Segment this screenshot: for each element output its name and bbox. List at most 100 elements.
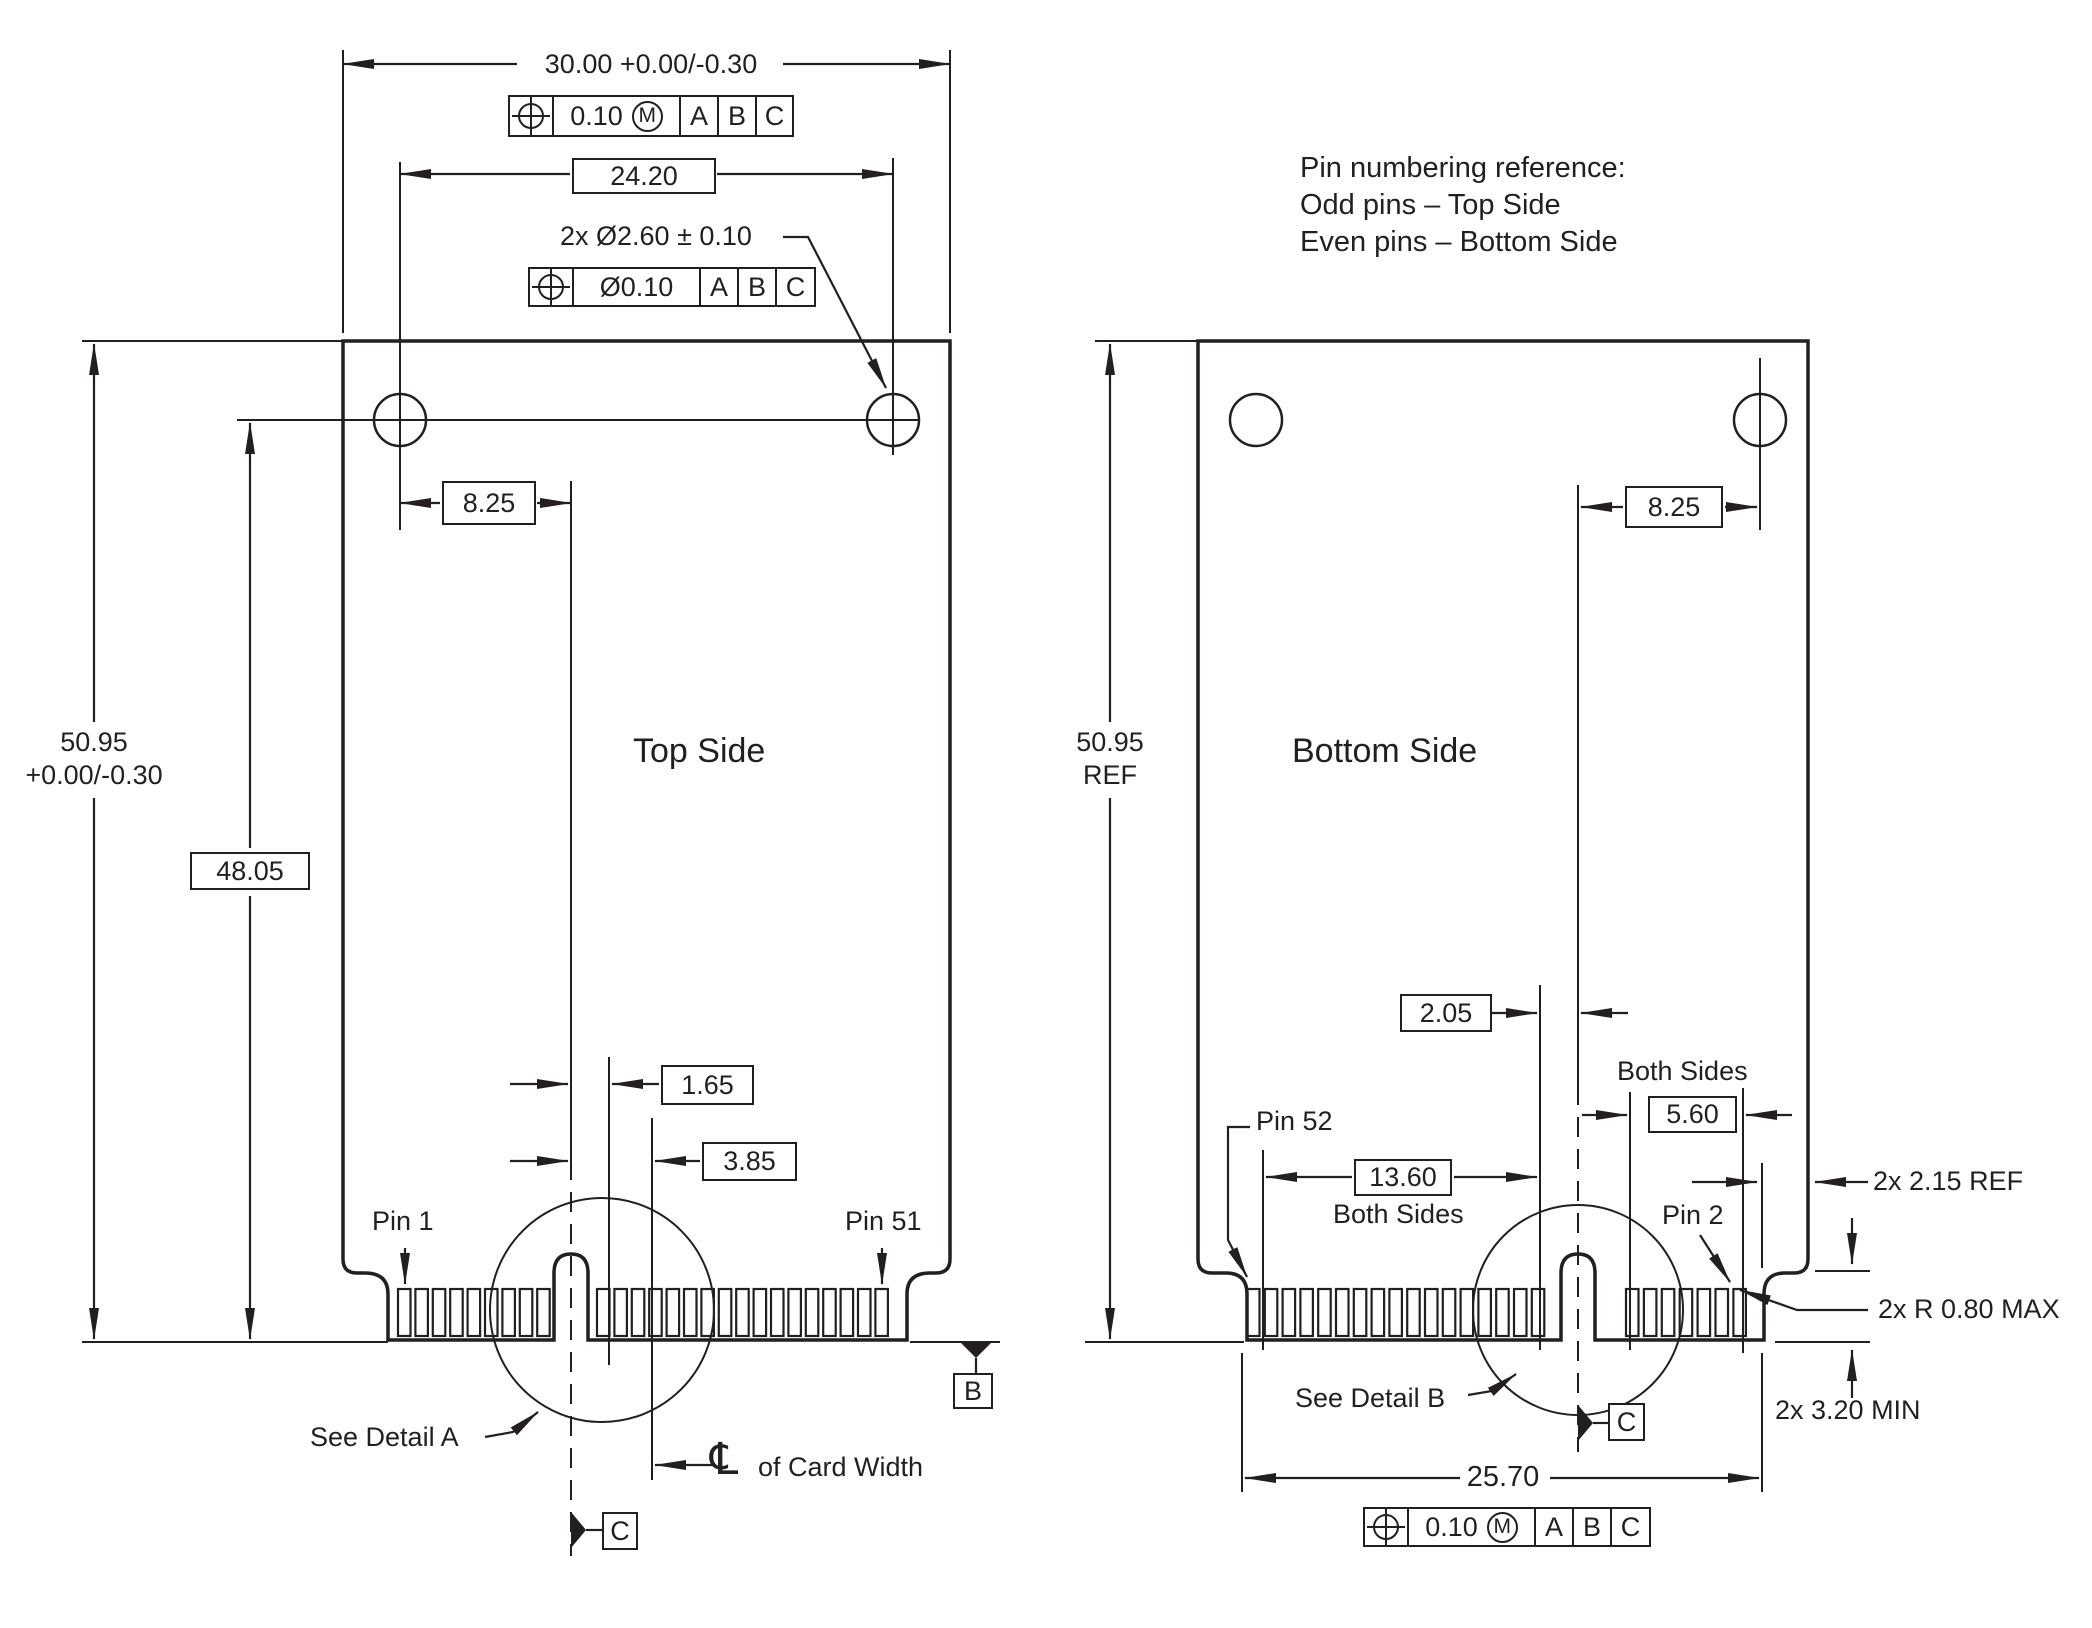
connector-pin-pad [717,1287,733,1338]
top-side-title: Top Side [633,732,766,770]
connector-pin-pad [1678,1287,1694,1338]
dim-pad-group-left-box: 13.60 [1354,1159,1452,1196]
pin1-label: Pin 1 [372,1206,434,1236]
dim-key-to-pad-box: 2.05 [1400,994,1492,1032]
fcf-card-width-datum-c: C [755,97,792,135]
connector-gold-fingers [396,1287,1748,1338]
connector-pin-pad [856,1287,872,1338]
connector-pin-pad [431,1287,447,1338]
connector-pin-pad [822,1287,837,1338]
connector-pin-pad [630,1287,646,1338]
detail-a-circle [489,1197,715,1423]
connector-pin-pad [501,1287,516,1338]
dim-card-height-label: 50.95+0.00/-0.30 [8,726,180,792]
dim-hole-to-key-box-top: 8.25 [442,481,536,525]
connector-pin-pad [700,1287,716,1338]
connector-pin-pad [1714,1287,1730,1338]
see-detail-a-label: See Detail A [310,1422,459,1452]
bottom-side-title: Bottom Side [1292,732,1478,770]
dim-key-to-pin-edge-box: 1.65 [661,1065,754,1105]
mmc-modifier-icon: M [631,100,663,132]
connector-pin-pad [1245,1287,1261,1338]
dim-hole-span-box: 24.20 [572,158,716,194]
top-side-extension-lines [82,50,1000,1556]
connector-pin-pad [536,1287,551,1338]
connector-pin-pad [518,1287,534,1338]
fcf-connector-datum-c: C [1610,1509,1649,1545]
connector-pin-pad [1530,1287,1546,1338]
dim-key-to-centerline-box: 3.85 [702,1142,797,1181]
connector-pin-pad [1317,1287,1332,1338]
hole-diameter-callout: 2x Ø2.60 ± 0.10 [560,221,752,251]
connector-pin-pad [682,1287,698,1338]
connector-pin-pad [1423,1287,1439,1338]
dim-card-width-label: 30.00 +0.00/-0.30 [544,49,758,79]
centerline-of-card-width-label: of Card Width [758,1452,924,1482]
fcf-card-width-datum-a: A [679,97,717,135]
position-tolerance-icon [512,97,550,135]
position-tolerance-icon [1367,1508,1405,1546]
fcf-connector-datum-b: B [1572,1509,1610,1545]
connector-pin-pad [804,1287,820,1338]
centerline-symbol-icon: ℄ [710,1434,739,1485]
top-side-dimension-lines [89,59,951,1470]
pin52-label: Pin 52 [1256,1106,1333,1136]
pin-numbering-note-line1: Pin numbering reference: [1300,152,1626,184]
connector-pin-pad [483,1287,499,1338]
connector-pin-pad [648,1287,663,1338]
connector-pin-pad [1642,1287,1658,1338]
fcf-connector-datum-a: A [1534,1509,1572,1545]
both-sides-label-b: Both Sides [1333,1199,1464,1229]
fcf-card-width: 0.10 M A B C [508,95,794,137]
connector-pin-pad [1441,1287,1457,1338]
connector-pin-pad [1696,1287,1712,1338]
pin-numbering-note-line2: Odd pins – Top Side [1300,189,1561,221]
top-side-card-outline [341,339,952,1342]
connector-pin-pad [787,1287,803,1338]
connector-pin-pad [1660,1287,1676,1338]
connector-pin-pad [1732,1287,1748,1338]
connector-pin-pad [752,1287,768,1338]
fcf-holes-datum-b: B [737,269,775,305]
pin2-label: Pin 2 [1662,1200,1724,1230]
connector-pin-pad [1263,1287,1279,1338]
pin-numbering-note: Pin numbering reference: Odd pins – Top … [1300,150,1626,261]
position-tolerance-icon [532,268,570,306]
connector-pin-pad [1299,1287,1315,1338]
pin-numbering-note-line3: Even pins – Bottom Side [1300,226,1618,258]
connector-pin-pad [735,1287,750,1338]
fcf-holes-datum-c: C [775,269,814,305]
pin51-label: Pin 51 [845,1206,922,1236]
datum-c-flag-bottom-view [1578,1405,1608,1441]
connector-pin-pad [613,1287,629,1338]
fcf-connector: 0.10 M A B C [1363,1507,1651,1547]
datum-c-label-top-view: C [602,1512,638,1550]
connector-pin-pad [1477,1287,1493,1338]
connector-pin-pad [1512,1287,1528,1338]
datum-b-label: B [953,1373,993,1409]
fcf-holes-tolerance: Ø0.10 [572,269,699,305]
connector-pin-pad [665,1287,681,1338]
fcf-connector-tolerance: 0.10 [1425,1511,1478,1542]
connector-pin-pad [1406,1287,1421,1338]
dim-hole-to-key-box-bottom: 8.25 [1625,486,1723,528]
both-sides-label-a: Both Sides [1617,1056,1748,1086]
corner-radius-label: 2x R 0.80 MAX [1878,1294,2060,1324]
fcf-card-width-tolerance: 0.10 [570,100,623,131]
see-detail-b-label: See Detail B [1295,1383,1446,1413]
mmc-modifier-icon: M [1486,1511,1518,1543]
fcf-card-width-datum-b: B [717,97,755,135]
connector-pin-pad [1281,1287,1297,1338]
connector-pin-pad [595,1287,611,1338]
connector-pin-pad [1370,1287,1386,1338]
connector-pin-pad [874,1287,890,1338]
connector-pin-pad [466,1287,482,1338]
connector-pin-pad [414,1287,429,1338]
connector-pin-pad [1495,1287,1510,1338]
connector-pin-pad [1388,1287,1404,1338]
dim-connector-width-label: 25.70 [1466,1461,1540,1493]
datum-c-label-bottom-view: C [1608,1403,1645,1441]
connector-pin-pad [396,1287,412,1338]
